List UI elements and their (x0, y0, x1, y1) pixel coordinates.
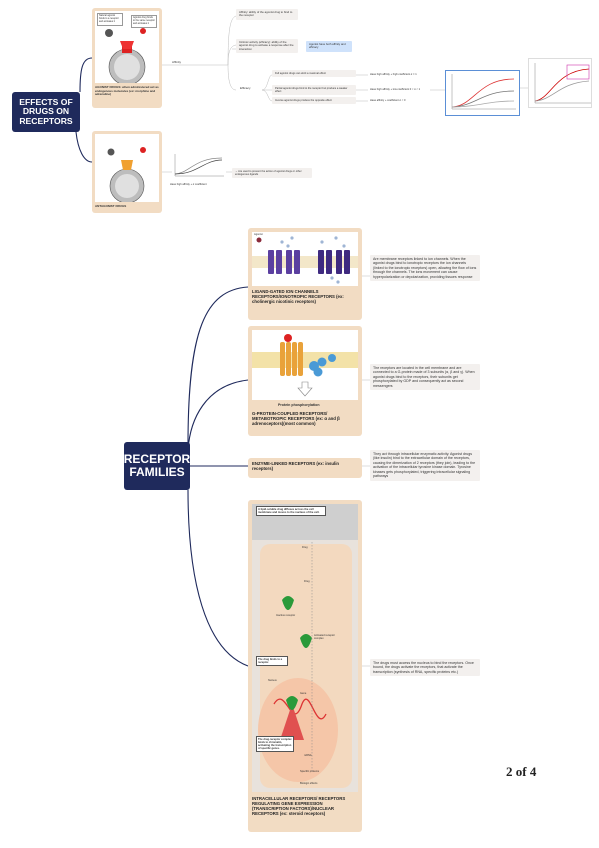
agonist-caption: AGONIST DRUGS: when administered act as … (95, 85, 159, 97)
families-title-line1: RECEPTOR (123, 452, 191, 467)
affinity-branch-label: Affinity (172, 60, 181, 64)
antagonist-card[interactable]: ANTAGONIST DRUGS (92, 131, 162, 213)
gpcr-card[interactable]: Protein phosphorylation G-PROTEIN-COUPLE… (248, 326, 362, 436)
efficacy-note-1: Full agonist drugs can elicit a maximal … (272, 70, 356, 78)
intra-label-inactive-receptor: Inactive receptor (276, 614, 296, 617)
effects-central-node[interactable]: EFFECTS OF DRUGS ON RECEPTORS (12, 92, 80, 132)
agonist-card[interactable]: Natural agonist binds to a receptor and … (92, 8, 162, 108)
ion-channel-card[interactable]: Agonist LIGAND-GATED ION CHANNELS RECEPT… (248, 228, 362, 320)
intra-label-activated-complex: Activated receptor complex (314, 634, 335, 641)
ion-channel-diagram: Agonist (252, 232, 358, 286)
intracellular-diagram: A lipid-soluble drug diffuses across the… (252, 504, 358, 792)
ion-channel-caption: LIGAND-GATED ION CHANNELS RECEPTORS/IONO… (252, 289, 344, 305)
agonist-diagram: Natural agonist binds to a receptor and … (95, 11, 159, 83)
gpcr-diagram-label: Protein phosphorylation (278, 403, 320, 407)
antagonist-cell-illustration (107, 147, 146, 202)
antagonist-diagram (95, 134, 159, 202)
efficacy-note-2: Partial agonist drugs bind to the recept… (272, 85, 356, 96)
efficacy-curves-plot (451, 74, 516, 110)
agonist-cell-illustration (105, 28, 146, 83)
gpcr-diagram (252, 330, 358, 400)
agonist-bubble-left: Natural agonist binds to a receptor and … (97, 13, 123, 26)
gpcr-caption: G-PROTEIN-COUPLED RECEPTORS/ METABOTROPI… (252, 411, 340, 427)
intra-label-gene: Gene (300, 692, 307, 695)
antagonist-caption: ANTAGONIST DRUGS (95, 204, 127, 208)
families-central-node[interactable]: RECEPTOR FAMILIES (124, 442, 190, 490)
intra-label-specific-proteins: Specific proteins (300, 770, 320, 773)
enzyme-note: They act through intracellular enzymatic… (370, 450, 480, 481)
enzyme-card[interactable]: ENZYME-LINKED RECEPTORS (ex: insulin rec… (248, 458, 362, 478)
intra-label-nucleus: Nucleus (268, 679, 277, 682)
intra-callout-bottom: The drug-receptor complex binds to chrom… (256, 736, 294, 753)
antagonist-formula: Have high affinity + α coefficient (170, 183, 207, 186)
ion-label-agonist: Agonist (254, 233, 263, 236)
intra-label-mrna: mRNA (304, 754, 312, 757)
efficacy-curves-thumbnail[interactable] (445, 70, 520, 116)
effects-title-line1: EFFECTS OF (19, 97, 73, 108)
intracellular-illustration (252, 504, 358, 788)
gpcr-note: The receptors are located in the cell me… (370, 364, 480, 391)
page-number: 2 of 4 (506, 764, 537, 779)
intra-label-drug-2: Drug (304, 580, 310, 583)
ion-channel-illustration (252, 236, 358, 284)
intracellular-caption: INTRACELLULAR RECEPTORS/ RECEPTORS REGUL… (252, 796, 346, 817)
enzyme-caption: ENZYME-LINKED RECEPTORS (ex: insulin rec… (252, 461, 340, 472)
agonist-bubble-right: Agonist drug binds to the same receptor … (131, 15, 157, 28)
antagonist-curve[interactable] (172, 152, 226, 180)
affinity-note-2: Intrinsic activity (efficacy): ability o… (236, 39, 298, 54)
gpcr-illustration (252, 334, 358, 397)
intracellular-card[interactable]: A lipid-soluble drug diffuses across the… (248, 500, 362, 832)
agonist-types-plot (534, 63, 591, 104)
families-title-line2: FAMILIES (129, 465, 185, 479)
effects-title-line2: DRUGS ON (22, 106, 70, 117)
intracellular-note: The drugs must access the nucleus to bin… (370, 659, 480, 677)
antagonist-curve-plot (174, 154, 224, 177)
antagonist-note: → Are used to prevent the action of agon… (232, 168, 312, 179)
affinity-note-1: Affinity: ability of the agonist drug to… (236, 9, 298, 20)
efficacy-formula-3: Have affinity + coefficient α < 0 (370, 99, 406, 102)
affinity-highlight: Agonist have both affinity and efficacy (306, 41, 352, 52)
intra-label-drug-1: Drug (302, 546, 308, 549)
intra-callout-mid: The drug binds to a receptor. (256, 656, 288, 667)
efficacy-formula-1: Have high affinity + high coefficient α … (370, 73, 417, 76)
effects-title-line3: RECEPTORS (19, 115, 73, 126)
efficacy-formula-2: Have high affinity + low coefficient 0 <… (370, 88, 421, 91)
efficacy-note-3: Inverse agonist drugs produce the opposi… (272, 97, 356, 105)
agonist-types-thumbnail[interactable] (528, 58, 592, 108)
intra-callout-top: A lipid-soluble drug diffuses across the… (256, 506, 326, 517)
ion-channel-note: Are membrane receptors linked to ion cha… (370, 255, 480, 282)
efficacy-branch-label: Efficacy (240, 86, 251, 90)
intra-label-biologic-effects: Biologic effects (300, 782, 318, 785)
